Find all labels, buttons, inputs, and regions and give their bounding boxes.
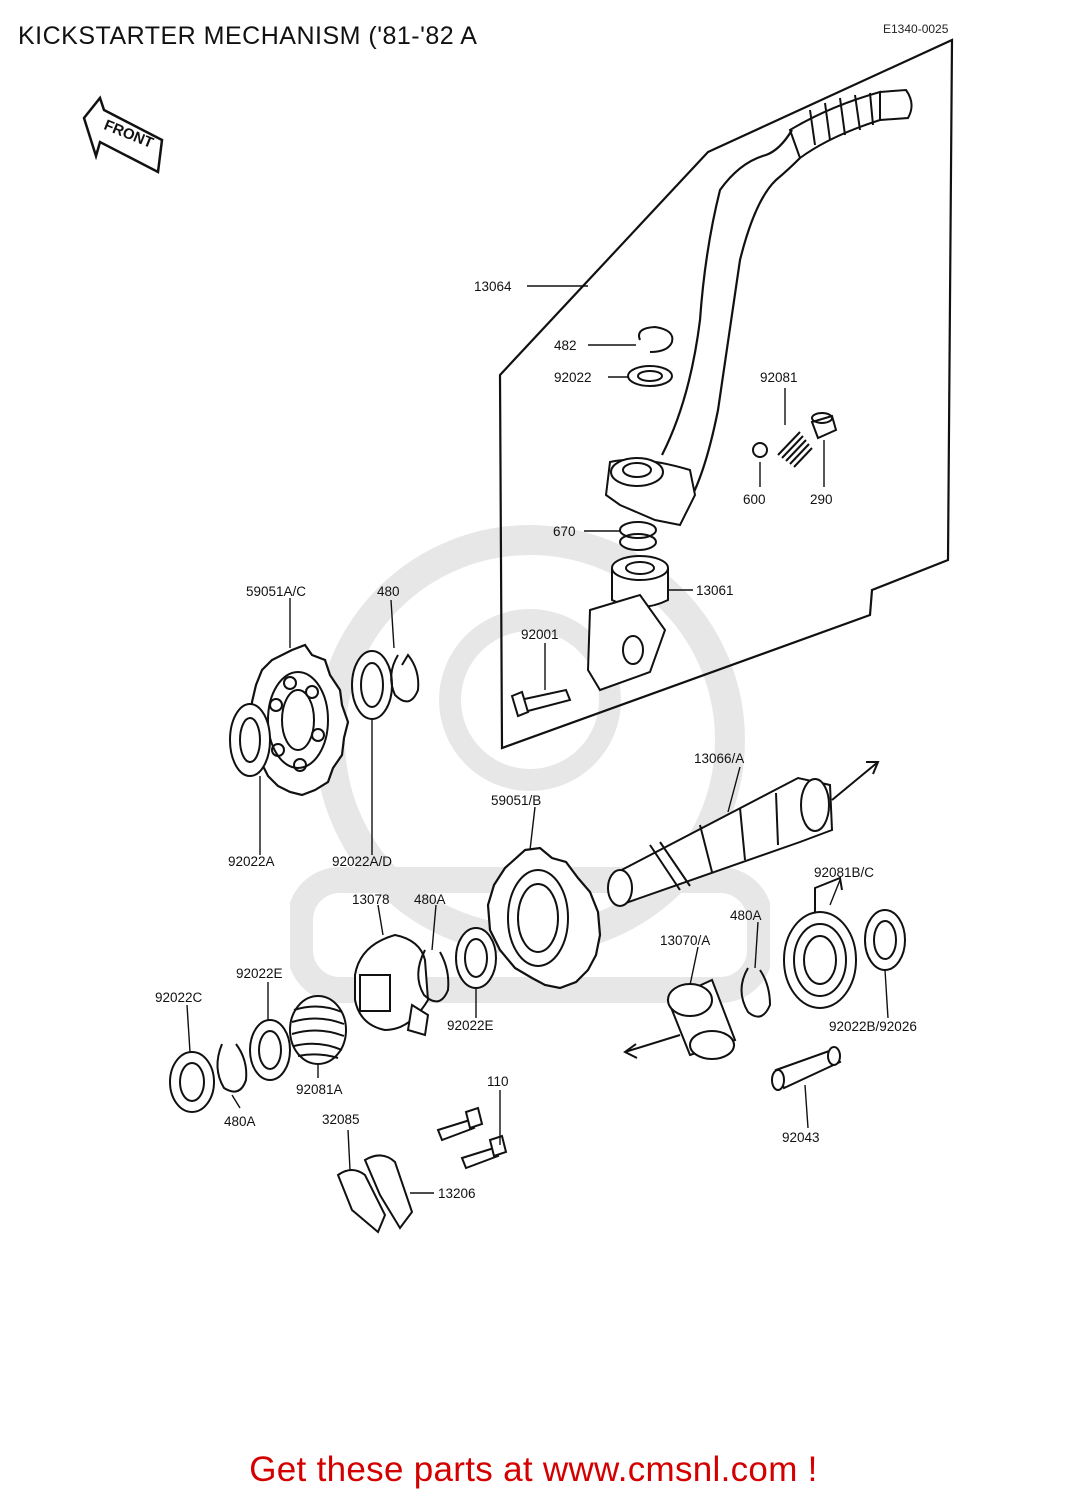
label-59051ac: 59051A/C xyxy=(246,584,306,599)
label-13206: 13206 xyxy=(438,1186,476,1201)
label-92081bc: 92081B/C xyxy=(814,865,874,880)
gear-59051b xyxy=(486,846,602,990)
diagram-code: E1340-0025 xyxy=(883,22,949,36)
label-92022c: 92022C xyxy=(155,990,203,1005)
label-92022b: 92022B/92026 xyxy=(829,1019,917,1034)
label-482: 482 xyxy=(554,338,577,353)
page-title: KICKSTARTER MECHANISM ('81-'82 A xyxy=(18,22,478,50)
plates-13206 xyxy=(336,1154,414,1234)
label-92043: 92043 xyxy=(782,1130,820,1145)
washer-92022ad xyxy=(351,650,393,720)
label-600: 600 xyxy=(743,492,766,507)
label-92022e-right: 92022E xyxy=(447,1018,494,1033)
washer-92022e-left xyxy=(249,1019,291,1081)
label-92022e-left: 92022E xyxy=(236,966,283,981)
label-480: 480 xyxy=(377,584,400,599)
lever-assembly-outline xyxy=(498,38,954,750)
washer-92022e-right xyxy=(455,927,497,989)
label-92081: 92081 xyxy=(760,370,798,385)
collar-13070a xyxy=(666,978,737,1060)
label-290: 290 xyxy=(810,492,833,507)
label-32085: 32085 xyxy=(322,1112,360,1127)
pin-92043 xyxy=(771,1046,842,1091)
lever-boss-13061 xyxy=(586,555,669,692)
label-480a-right: 480A xyxy=(730,908,762,923)
circlip-480a-mid xyxy=(417,949,450,1003)
footer-link-text[interactable]: Get these parts at www.cmsnl.com ! xyxy=(249,1450,818,1489)
axis-arrow-left xyxy=(623,1034,681,1059)
axis-arrow-right xyxy=(831,761,880,801)
kick-lever xyxy=(604,88,913,527)
ratchet-13078 xyxy=(354,933,430,1037)
spring-92081a xyxy=(289,995,347,1065)
washer-92022c xyxy=(169,1051,215,1113)
label-13078: 13078 xyxy=(352,892,390,907)
washer-92022b xyxy=(864,909,906,971)
label-92022a: 92022A xyxy=(228,854,275,869)
circlip-480 xyxy=(390,653,420,703)
label-480a-mid: 480A xyxy=(414,892,446,907)
bolts-110 xyxy=(436,1106,508,1170)
label-13070a: 13070/A xyxy=(660,933,710,948)
circlip-480a-right xyxy=(740,967,772,1018)
washer-92022a xyxy=(229,703,271,777)
label-92001: 92001 xyxy=(521,627,559,642)
label-110: 110 xyxy=(487,1074,509,1089)
washer-92022 xyxy=(627,365,673,387)
spring-92081 xyxy=(777,431,813,468)
cap-290 xyxy=(810,412,838,440)
label-13064: 13064 xyxy=(474,279,512,294)
circlip-480a-left xyxy=(216,1043,248,1093)
label-13066a: 13066/A xyxy=(694,751,744,766)
label-92022: 92022 xyxy=(554,370,592,385)
label-92081a: 92081A xyxy=(296,1082,343,1097)
kick-shaft-13066a xyxy=(607,776,834,907)
bolt-92001 xyxy=(510,688,572,718)
label-670: 670 xyxy=(553,524,576,539)
label-13061: 13061 xyxy=(696,583,734,598)
circlip-482 xyxy=(638,325,674,353)
oil-seal-670 xyxy=(619,521,657,551)
ball-600 xyxy=(752,442,768,458)
label-480a-left: 480A xyxy=(224,1114,256,1129)
front-arrow-icon: FRONT xyxy=(82,95,164,174)
gear-59051ac xyxy=(248,643,350,797)
spring-92081bc xyxy=(783,876,857,1009)
label-59051b: 59051/B xyxy=(491,793,541,808)
label-92022ad: 92022A/D xyxy=(332,854,392,869)
